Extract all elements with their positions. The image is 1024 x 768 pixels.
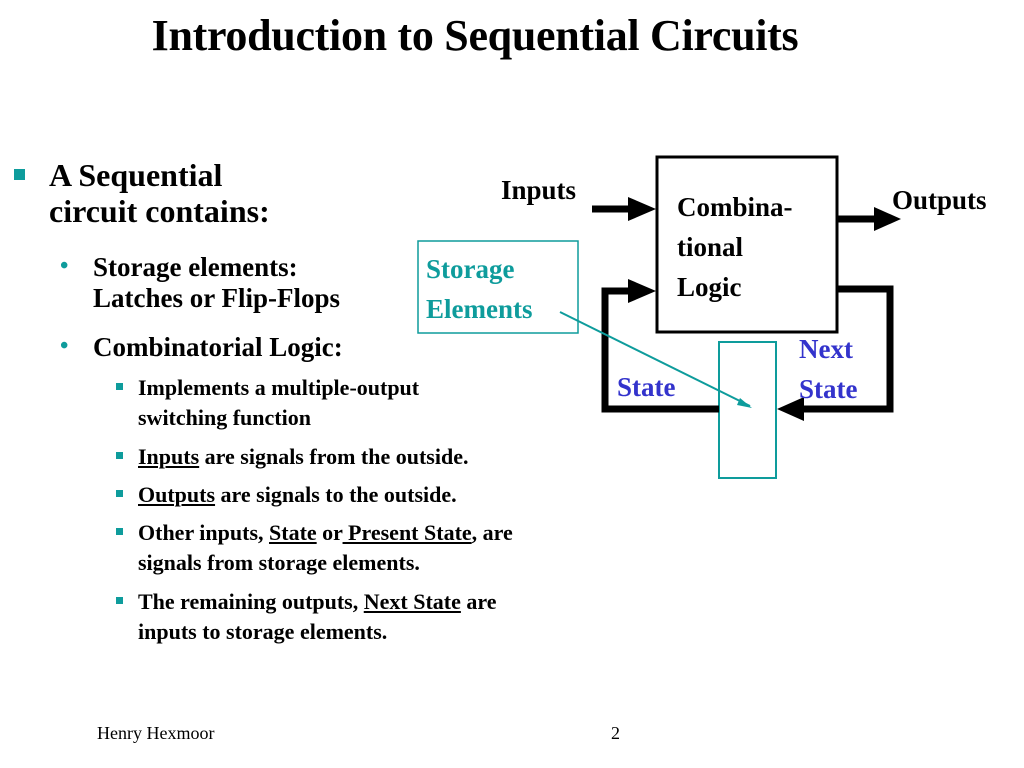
storage-elements-label: Storage Elements: [426, 249, 532, 329]
storage-label-line2: Elements: [426, 294, 533, 324]
next-state-line2: State: [799, 374, 858, 404]
comb-logic-line2: tional: [677, 232, 744, 262]
sub-bullet-4-line2: signals from storage elements.: [138, 550, 420, 575]
inputs-label: Inputs: [501, 175, 577, 205]
underlined-term-present-state: Present State: [342, 520, 472, 545]
sub-bullet-4: Other inputs, State or Present State, ar…: [138, 518, 513, 578]
sub-bullet-1-line1: Implements a multiple-output: [138, 375, 420, 400]
sub-bullet-4-line1: Other inputs, State or Present State, ar…: [138, 518, 513, 548]
state-label: State: [617, 372, 676, 402]
next-state-label: Next State: [799, 329, 857, 409]
sub-bullet-2: Inputs are signals from the outside.: [138, 442, 468, 472]
sub-bullet-1: Implements a multiple-output switching f…: [138, 373, 419, 433]
sub-bullet-4-text-a: Other inputs,: [138, 520, 270, 545]
comb-logic-line3: Logic: [677, 272, 742, 302]
storage-elements-label-box: [417, 240, 579, 334]
sub-bullet-3-text: are signals to the outside.: [215, 482, 457, 507]
storage-pointer-line: [559, 311, 751, 407]
underlined-term-outputs: Outputs: [138, 482, 216, 507]
combinational-logic-label: Combina- tional Logic: [677, 187, 793, 307]
dot-bullet-icon: •: [60, 333, 69, 359]
bullet-main: A Sequential circuit contains:: [49, 157, 270, 229]
underlined-term-inputs: Inputs: [138, 444, 200, 469]
sub-bullet-5-line2: inputs to storage elements.: [138, 619, 388, 644]
sub-bullet-3: Outputs are signals to the outside.: [138, 480, 457, 510]
sub-bullet-4-text-b: or: [316, 520, 343, 545]
inputs-arrowhead-icon: [628, 197, 656, 221]
sub-bullet-5: The remaining outputs, Next State are in…: [138, 587, 497, 647]
outputs-arrowhead-icon: [874, 207, 901, 231]
bullet-storage-line1: Storage elements:: [93, 252, 298, 282]
next-state-arrowhead-icon: [777, 397, 804, 421]
storage-elements-box: [718, 341, 777, 479]
bullet-main-line2: circuit contains:: [49, 193, 270, 229]
bullet-storage: Storage elements: Latches or Flip-Flops: [93, 252, 340, 314]
bullet-main-line1: A Sequential: [49, 157, 223, 193]
bullet-comb: Combinatorial Logic:: [93, 332, 343, 362]
sub-bullet-marker-icon: [116, 597, 123, 604]
sub-bullet-1-line2: switching function: [138, 405, 311, 430]
footer-page-number: 2: [611, 723, 620, 743]
sub-bullet-marker-icon: [116, 528, 123, 535]
state-arrowhead-icon: [628, 279, 656, 303]
sub-bullet-2-text: are signals from the outside.: [199, 444, 469, 469]
storage-pointer-arrowhead-icon: [737, 398, 752, 408]
combinational-logic-box: [655, 155, 839, 334]
dot-bullet-icon: •: [60, 253, 69, 279]
underlined-term-state: State: [269, 520, 317, 545]
slide-title: Introduction to Sequential Circuits: [151, 11, 799, 60]
sub-bullet-4-text-c: , are: [471, 520, 513, 545]
sub-bullet-5-text-b: are: [460, 589, 497, 614]
outputs-label: Outputs: [892, 185, 987, 215]
comb-logic-line1: Combina-: [677, 192, 793, 222]
sub-bullet-marker-icon: [116, 383, 123, 390]
sub-bullet-5-text-a: The remaining outputs,: [138, 589, 364, 614]
next-state-path: [802, 285, 894, 413]
sub-bullet-marker-icon: [116, 490, 123, 497]
state-feedback-path: [601, 287, 719, 413]
sub-bullet-5-line1: The remaining outputs, Next State are: [138, 587, 497, 617]
underlined-term-next-state: Next State: [363, 589, 461, 614]
next-state-line1: Next: [799, 334, 853, 364]
bullet-marker-icon: [14, 169, 25, 180]
sub-bullet-marker-icon: [116, 452, 123, 459]
storage-label-line1: Storage: [426, 254, 515, 284]
footer-author: Henry Hexmoor: [97, 723, 215, 743]
bullet-storage-line2: Latches or Flip-Flops: [93, 283, 341, 313]
